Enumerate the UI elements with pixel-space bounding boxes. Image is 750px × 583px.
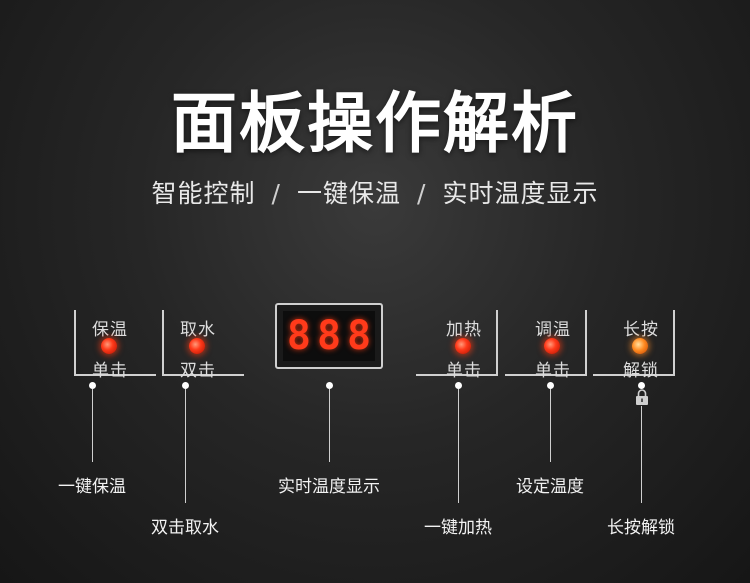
- page-title: 面板操作解析: [171, 85, 579, 162]
- callout-temp-display: 实时温度显示: [278, 477, 380, 497]
- button-label-bottom: 单击: [446, 361, 482, 381]
- subtitle: 智能控制 / 一键保温 / 实时温度显示: [0, 174, 750, 210]
- button-bracket: [505, 310, 587, 376]
- connector-dot: [638, 382, 645, 389]
- heat-button[interactable]: 加热 单击: [416, 310, 500, 381]
- button-label-bottom: 双击: [180, 361, 216, 381]
- connector-dot: [182, 382, 189, 389]
- display-digit: 8: [286, 313, 311, 359]
- temperature-display: 8 8 8: [275, 303, 383, 369]
- connector-dot: [455, 382, 462, 389]
- subtitle-item: 智能控制: [151, 179, 256, 208]
- led-indicator: [189, 338, 205, 354]
- connector-line: [458, 389, 459, 503]
- button-label-bottom: 单击: [92, 361, 128, 381]
- connector-dot: [326, 382, 333, 389]
- button-bracket: [416, 310, 498, 376]
- button-label-bottom: 解锁: [623, 361, 659, 381]
- subtitle-separator: /: [271, 179, 281, 208]
- button-label-top: 加热: [446, 320, 482, 340]
- led-indicator: [455, 338, 471, 354]
- take-water-button[interactable]: 取水 双击: [162, 310, 244, 381]
- led-indicator: [632, 338, 648, 354]
- unlock-button[interactable]: 长按 解锁: [593, 310, 677, 381]
- button-bracket: [162, 310, 244, 376]
- subtitle-item: 实时温度显示: [442, 179, 599, 208]
- display-screen: 8 8 8: [283, 311, 375, 361]
- callout-take-water: 双击取水: [151, 518, 219, 538]
- subtitle-separator: /: [417, 179, 427, 208]
- connector-dot: [89, 382, 96, 389]
- button-label-top: 长按: [623, 320, 659, 340]
- button-label-top: 取水: [180, 320, 216, 340]
- button-label-bottom: 单击: [535, 361, 571, 381]
- connector-line: [185, 389, 186, 503]
- keep-warm-button[interactable]: 保温 单击: [74, 310, 156, 381]
- button-label-top: 保温: [92, 320, 128, 340]
- adjust-temp-button[interactable]: 调温 单击: [505, 310, 589, 381]
- callout-unlock: 长按解锁: [607, 518, 675, 538]
- callout-heat: 一键加热: [424, 518, 492, 538]
- connector-dot: [547, 382, 554, 389]
- button-bracket: [593, 310, 675, 376]
- button-bracket: [74, 310, 156, 376]
- led-indicator: [101, 338, 117, 354]
- connector-line: [329, 389, 330, 462]
- callout-keep-warm: 一键保温: [58, 477, 126, 497]
- connector-line: [92, 389, 93, 462]
- callout-set-temp: 设定温度: [516, 477, 584, 497]
- subtitle-item: 一键保温: [296, 179, 401, 208]
- lock-icon: [636, 389, 648, 405]
- led-indicator: [544, 338, 560, 354]
- connector-line: [641, 406, 642, 503]
- display-digit: 8: [316, 313, 342, 359]
- button-label-top: 调温: [535, 320, 571, 340]
- display-digit: 8: [347, 313, 372, 359]
- connector-line: [550, 389, 551, 462]
